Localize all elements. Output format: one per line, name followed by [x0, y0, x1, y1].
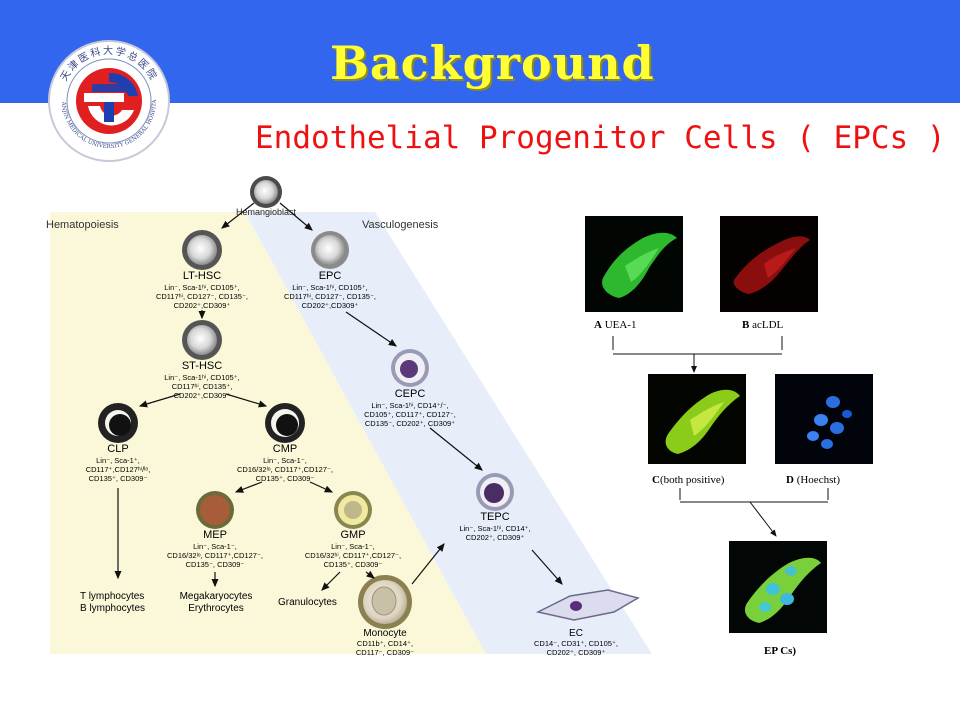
- caption-d: D (Hoechst): [786, 474, 840, 486]
- gmp-markers-1: Lin⁻, Sca-1⁻,: [331, 542, 375, 551]
- monocyte-markers-2: CD117⁻, CD309⁻: [356, 648, 414, 657]
- arrow-sthsc-cmp: [225, 393, 268, 408]
- lt-hsc-markers-2: CD117ʰⁱ, CD127⁻, CD135⁻,: [156, 292, 248, 301]
- caption-c-letter: C: [652, 474, 660, 486]
- ec-label: EC: [569, 628, 583, 639]
- epc-label: EPC: [319, 270, 342, 282]
- caption-a: A UEA-1: [594, 319, 636, 331]
- micrograph-b-acldl: [720, 216, 818, 312]
- st-hsc-markers-2: CD117ʰⁱ, CD135⁺,: [172, 382, 233, 391]
- cmp-cell: [265, 403, 305, 443]
- lineage-diagram: Hematopoiesis Vasculogenesis Hemangiobla…: [40, 170, 680, 660]
- tepc-cell: [476, 473, 514, 511]
- caption-b-letter: B: [742, 319, 750, 331]
- st-hsc-cell: [182, 320, 222, 360]
- clp-markers-3: CD135⁺, CD309⁻: [89, 474, 148, 483]
- micrograph-d-hoechst: [775, 374, 873, 464]
- caption-a-label: UEA-1: [604, 319, 637, 331]
- caption-a-letter: A: [594, 319, 602, 331]
- lt-hsc-markers-3: CD202⁺,CD309⁺: [174, 301, 231, 310]
- cmp-markers-1: Lin⁻, Sca-1⁻,: [263, 456, 307, 465]
- clp-markers-1: Lin⁻, Sca-1⁺,: [96, 456, 140, 465]
- cmp-label: CMP: [273, 443, 297, 455]
- monocyte-markers-1: CD11b⁺, CD14⁺,: [357, 639, 413, 648]
- mep-cell: [196, 491, 234, 529]
- gmp-markers-2: CD16/32ʰⁱ, CD117⁺,CD127⁻,: [305, 551, 401, 560]
- b-lymphocytes-label: B lymphocytes: [80, 603, 145, 614]
- cepc-markers-1: Lin⁻, Sca-1ʰⁱ, CD14⁺/⁻,: [371, 401, 448, 410]
- mep-markers-2: CD16/32ˡᵒ, CD117⁺,CD127⁻,: [167, 551, 263, 560]
- caption-c-label: (both positive): [659, 474, 725, 486]
- micrograph-a-uea1: [585, 216, 683, 312]
- epc-markers-1: Lin⁻, Sca-1ʰⁱ, CD105⁺,: [292, 283, 368, 292]
- mep-markers-1: Lin⁻, Sca-1⁻,: [193, 542, 237, 551]
- arrow-hemangioblast-epc: [279, 202, 313, 231]
- slide-title: Background: [330, 36, 655, 90]
- micrograph-epcs-merged: [729, 541, 827, 633]
- arrow-epc-cepc: [345, 311, 397, 347]
- arrow-cepc-tepc: [429, 427, 483, 471]
- caption-epcs: EP Cs): [764, 645, 796, 657]
- caption-epcs-label: EP Cs): [764, 645, 797, 657]
- vasculogenesis-label: Vasculogenesis: [362, 219, 439, 231]
- cmp-markers-2: CD16/32ˡᵒ, CD117⁺,CD127⁻,: [237, 465, 333, 474]
- epc-cell: [311, 231, 349, 269]
- cepc-cell: [391, 349, 429, 387]
- ec-markers-2: CD202⁺, CD309⁺: [547, 648, 606, 657]
- gmp-label: GMP: [340, 529, 365, 541]
- gmp-markers-3: CD135⁺, CD309⁻: [324, 560, 383, 569]
- cepc-label: CEPC: [395, 388, 426, 400]
- hospital-logo: 天津医科大学总医院 TIANJIN MEDICAL UNIVERSITY GEN…: [46, 36, 170, 162]
- arrow-cmp-gmp: [309, 481, 334, 493]
- arrow-hemangioblast-lthsc: [221, 202, 255, 229]
- epc-markers-2: CD117ʰⁱ, CD127⁻, CD135⁻,: [284, 292, 376, 301]
- arrow-gmp-monocyte: [365, 570, 375, 579]
- st-hsc-markers-3: CD202⁺,CD309⁺: [174, 391, 231, 400]
- epc-markers-3: CD202⁺,CD309⁺: [302, 301, 359, 310]
- st-hsc-markers-1: Lin⁻, Sca-1ʰⁱ, CD105⁺,: [164, 373, 240, 382]
- mep-label: MEP: [203, 529, 227, 541]
- clp-cell: [98, 403, 138, 443]
- slide-subtitle: Endothelial Progenitor Cells ( EPCs ): [255, 120, 946, 156]
- caption-c: C(both positive): [652, 474, 724, 486]
- gmp-cell: [334, 491, 372, 529]
- micrograph-c-both-positive: [648, 374, 746, 464]
- caption-b: B acLDL: [742, 319, 783, 331]
- tepc-markers-2: CD202⁺, CD309⁺: [466, 533, 525, 542]
- ec-markers-1: CD14⁻, CD31⁺, CD105⁺,: [534, 639, 618, 648]
- arrow-gmp-granulocytes: [321, 571, 341, 591]
- hemangioblast-cell: [250, 176, 282, 208]
- mep-markers-3: CD135⁻, CD309⁻: [186, 560, 245, 569]
- megakaryocytes-label: Megakaryocytes: [180, 591, 253, 602]
- caption-d-letter: D: [786, 474, 794, 486]
- monocyte-label: Monocyte: [363, 628, 407, 639]
- monocyte-cell: [358, 575, 412, 629]
- granulocytes-label: Granulocytes: [278, 597, 337, 608]
- t-lymphocytes-label: T lymphocytes: [80, 591, 144, 602]
- lt-hsc-markers-1: Lin⁻, Sca-1ʰⁱ, CD105⁺,: [164, 283, 240, 292]
- arrow-sthsc-clp: [138, 393, 181, 408]
- st-hsc-label: ST-HSC: [182, 360, 222, 372]
- hemangioblast-label: Hemangioblast: [236, 207, 297, 217]
- cepc-markers-2: CD105⁺, CD117⁺, CD127⁻,: [364, 410, 456, 419]
- caption-d-label: (Hoechst): [796, 474, 841, 486]
- caption-b-label: acLDL: [752, 319, 784, 331]
- vasculogenesis-region: [245, 212, 652, 654]
- cepc-markers-3: CD135⁻, CD202⁺, CD309⁺: [365, 419, 455, 428]
- lt-hsc-label: LT-HSC: [183, 270, 221, 282]
- ec-cell: [535, 589, 640, 621]
- cmp-markers-3: CD135⁺, CD309⁻: [256, 474, 315, 483]
- arrow-cmp-mep: [234, 481, 263, 493]
- clp-markers-2: CD117⁺,CD127ʰⁱ/ˡᵒ,: [86, 465, 151, 474]
- clp-label: CLP: [107, 443, 128, 455]
- lt-hsc-cell: [182, 230, 222, 270]
- logo-emblem-icon: [76, 68, 142, 134]
- tepc-markers-1: Lin⁻, Sca-1ʰⁱ, CD14⁺,: [459, 524, 530, 533]
- arrow-monocyte-tepc: [411, 543, 445, 585]
- hematopoiesis-label: Hematopoiesis: [46, 219, 119, 231]
- arrow-to-epcs: [749, 501, 777, 537]
- erythrocytes-label: Erythrocytes: [188, 603, 244, 614]
- arrow-tepc-ec: [531, 549, 563, 585]
- tepc-label: TEPC: [480, 511, 509, 523]
